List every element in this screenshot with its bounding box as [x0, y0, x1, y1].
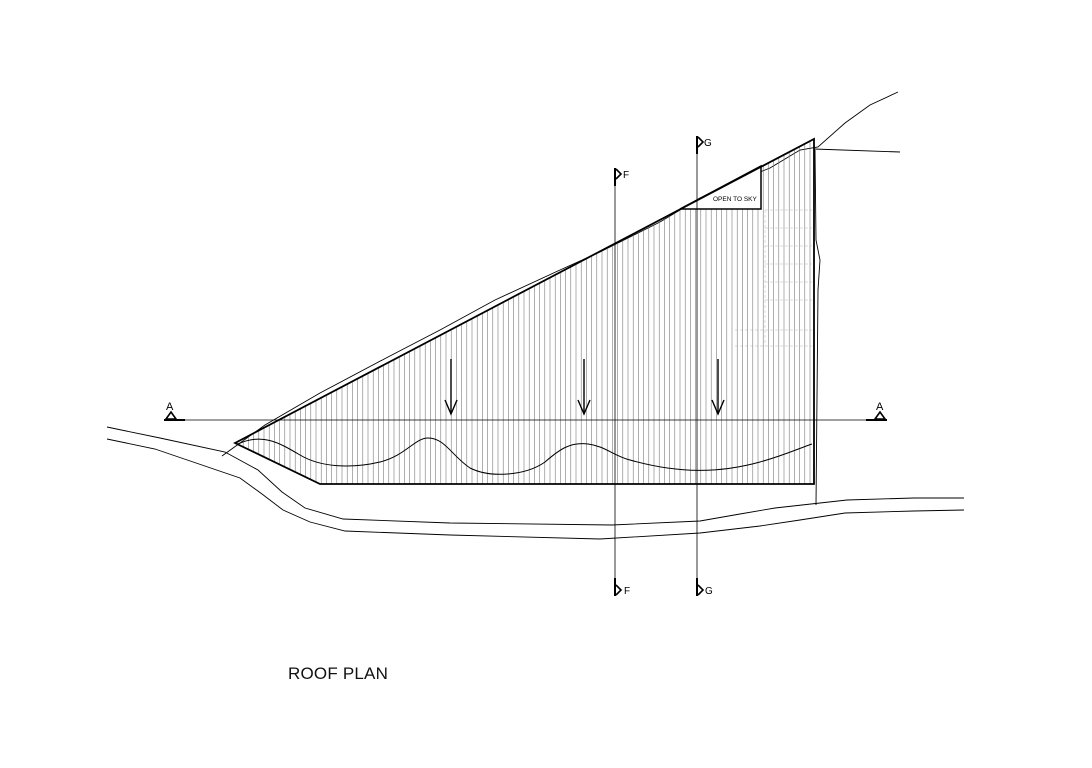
section-label-f-top: F — [623, 170, 629, 181]
section-flag-icon — [615, 584, 623, 596]
section-label-g-bottom: G — [705, 586, 713, 597]
section-flag-icon — [697, 136, 705, 148]
roof-outline — [232, 137, 815, 485]
section-marker-a-left: A — [164, 401, 185, 421]
contour-line-right — [813, 148, 901, 153]
slope-down-arrow-icon — [711, 359, 725, 416]
section-flag-icon — [615, 168, 623, 180]
section-marker-f-top: F — [614, 168, 629, 186]
section-line-g: G G — [696, 136, 713, 597]
open-to-sky-label: OPEN TO SKY — [713, 196, 757, 203]
section-line-f: F F — [614, 168, 630, 597]
section-label-a-left: A — [166, 401, 174, 413]
section-flag-icon — [697, 584, 705, 596]
roof-hatch — [237, 139, 811, 484]
section-triangle-icon — [164, 410, 178, 420]
section-label-a-right: A — [876, 401, 884, 413]
slope-down-arrow-icon — [444, 359, 458, 416]
section-marker-a-right: A — [866, 401, 887, 421]
drawing-title: ROOF PLAN — [288, 664, 388, 683]
section-label-f-bottom: F — [624, 586, 630, 597]
contour-line-hill — [221, 91, 899, 457]
section-marker-g-top: G — [696, 136, 712, 154]
slope-arrows — [444, 359, 725, 416]
section-marker-f-bottom: F — [614, 578, 630, 597]
roof-wave-line — [237, 437, 813, 475]
section-label-g-top: G — [704, 138, 712, 149]
road-edge-lower — [106, 438, 965, 540]
section-marker-g-bottom: G — [696, 578, 713, 597]
terrain-lines — [106, 91, 965, 540]
section-line-a: A A — [164, 401, 887, 421]
road-edge-upper — [106, 426, 964, 526]
slope-down-arrow-icon — [577, 359, 591, 416]
right-boundary-line — [814, 149, 821, 506]
section-triangle-icon — [873, 410, 887, 420]
